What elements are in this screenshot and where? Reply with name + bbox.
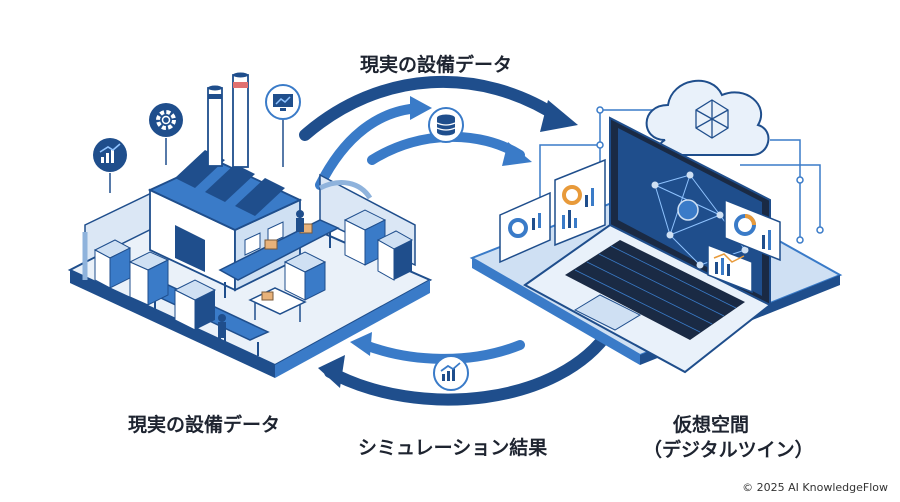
digital-twin-illustration xyxy=(469,79,843,374)
machine-1 xyxy=(93,239,132,289)
digital-twin-label: （デジタルツイン） xyxy=(643,439,814,461)
chimney-right xyxy=(232,72,249,168)
laptop-keyboard xyxy=(565,240,745,340)
worker-1 xyxy=(296,210,304,232)
chart-icon xyxy=(93,138,127,193)
chimney-left xyxy=(207,85,223,167)
top-data-label: 現実の設備データ xyxy=(360,54,513,76)
database-icon xyxy=(428,107,464,143)
dashboard-panel-right-bottom xyxy=(707,243,753,294)
machine-3 xyxy=(173,279,217,331)
cloud-network-icon xyxy=(645,79,770,156)
worker-2 xyxy=(218,314,226,348)
dashboard-panel-mid xyxy=(554,158,606,247)
trend-chart-icon xyxy=(433,355,469,391)
gear-icon xyxy=(149,103,183,165)
factory-illustration xyxy=(67,72,433,378)
factory-platform-left xyxy=(70,270,275,378)
upper-flow-arrows xyxy=(299,75,578,190)
machine-2 xyxy=(128,251,170,306)
virtual-space-label: 仮想空間 xyxy=(673,414,750,436)
real-equipment-label: 現実の設備データ xyxy=(128,414,281,436)
lower-outer-arrowhead xyxy=(318,355,345,388)
laptop-trackpad xyxy=(573,294,642,331)
monitor-chart-icon xyxy=(265,84,301,167)
copyright-text: © 2025 AI KnowledgeFlow xyxy=(742,481,888,494)
machine-4 xyxy=(283,251,327,301)
dashboard-panel-right-top xyxy=(724,198,781,262)
factory-platform-right xyxy=(275,280,430,378)
upper-outer-arrowhead xyxy=(540,100,578,132)
upper-outer-arrow xyxy=(299,75,566,141)
upper-inner-arrow-a xyxy=(315,103,425,190)
lower-outer-arrow xyxy=(324,324,616,406)
machine-6 xyxy=(376,230,414,281)
simulation-result-label: シミュレーション結果 xyxy=(358,437,548,459)
machine-5 xyxy=(343,209,387,266)
lower-inner-arrow xyxy=(360,340,525,364)
dashboard-panel-left xyxy=(499,191,551,264)
